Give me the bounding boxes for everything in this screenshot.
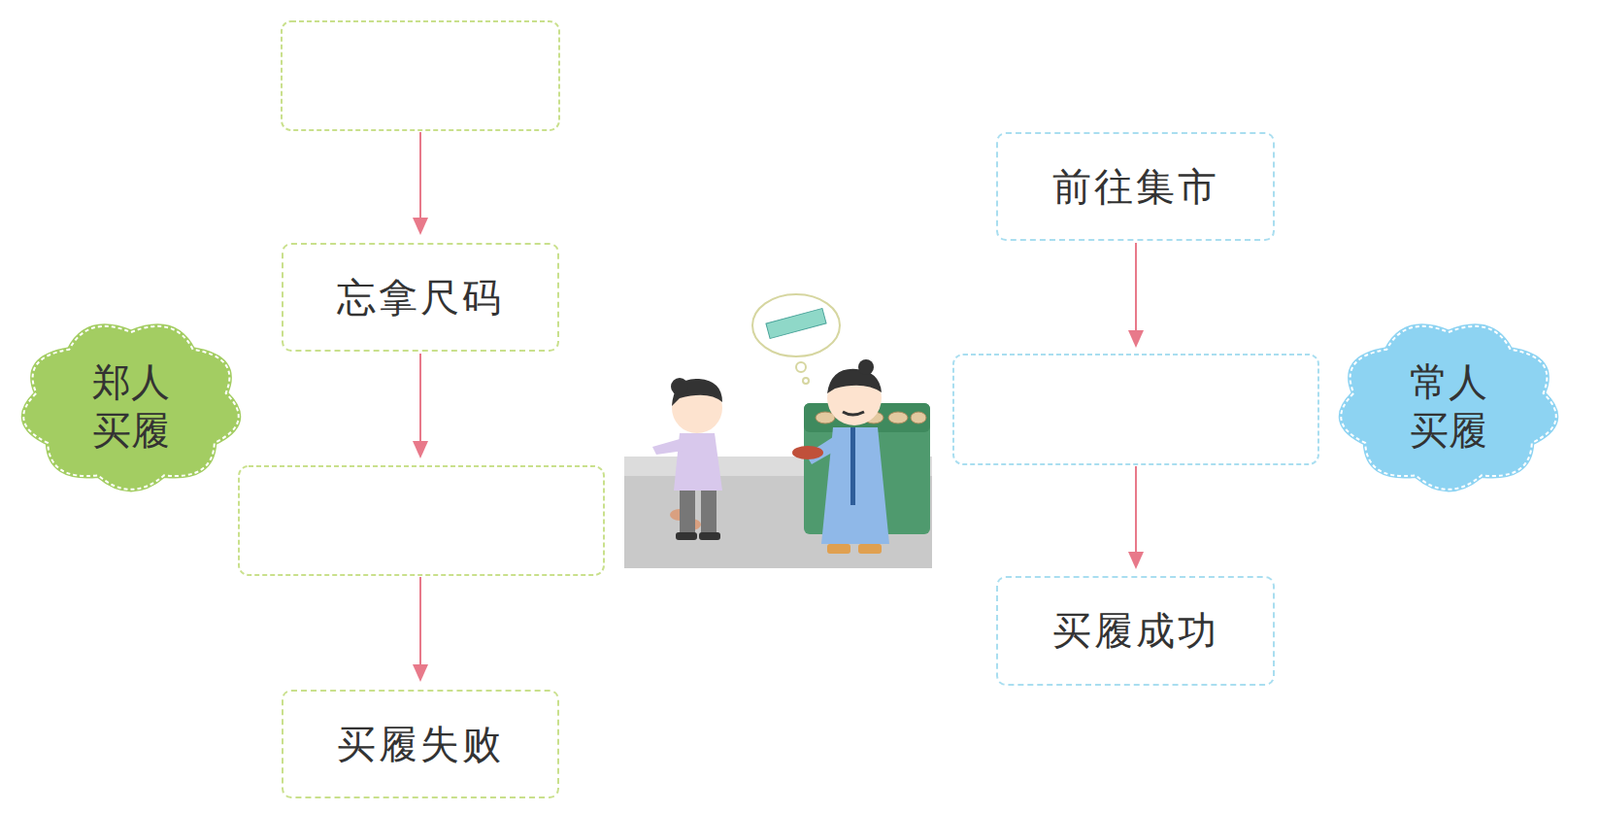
cloud-outline	[16, 308, 246, 503]
cloud-label: 常人 买履	[1403, 357, 1494, 455]
box-label: 买履成功	[1052, 603, 1220, 658]
blank-box	[281, 21, 560, 131]
blank-box	[238, 466, 604, 575]
cloud-label: 郑人 买履	[86, 357, 176, 455]
illustration	[624, 294, 933, 568]
blank-box	[953, 354, 1319, 465]
process-box: 忘拿尺码	[281, 242, 560, 352]
cloud-bubble: 郑人 买履	[16, 308, 246, 503]
box-label: 忘拿尺码	[336, 270, 504, 325]
process-box: 前往集市	[996, 132, 1275, 241]
cloud-outline	[1333, 308, 1564, 503]
cloud-bubble: 常人 买履	[1333, 308, 1564, 503]
box-label: 买履失败	[336, 717, 504, 771]
process-box: 买履失败	[281, 689, 560, 799]
process-box: 买履成功	[996, 575, 1275, 686]
box-label: 前往集市	[1052, 160, 1220, 214]
